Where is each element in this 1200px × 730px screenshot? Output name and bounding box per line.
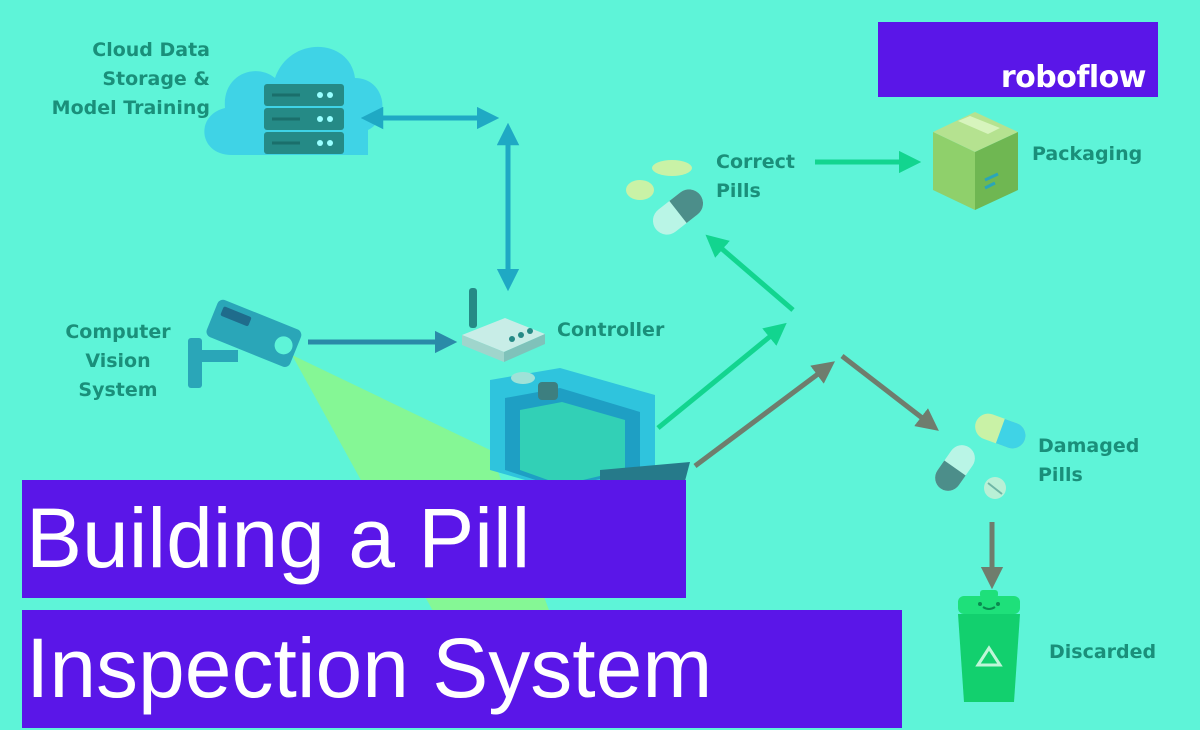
recycle-bin-icon [958, 590, 1020, 702]
to-correct-pills-arrow [705, 234, 795, 312]
page-title-line2: Inspection System [26, 621, 713, 715]
brand-logo: roboflow [1000, 60, 1147, 95]
machine-to-good-arrow [656, 322, 787, 430]
to-damaged-pills-arrow [840, 354, 939, 431]
brand-banner: roboflow [878, 22, 1158, 97]
packaging-label: Packaging [1032, 143, 1143, 165]
router-icon [462, 288, 545, 362]
controller-label: Controller [557, 319, 665, 341]
security-camera-icon [188, 299, 302, 388]
page-title-line1: Building a Pill [26, 491, 531, 585]
computer-vision-label: Computer Vision System [65, 321, 171, 401]
pills-icon [626, 160, 704, 235]
cloud-storage-label: Cloud Data Storage & Model Training [51, 39, 210, 119]
machine-to-bad-arrow [693, 361, 836, 469]
package-box-icon [933, 112, 1018, 210]
damaged-pills-label: Damaged Pills [1038, 435, 1140, 486]
title-band-line1: Building a Pill [22, 480, 686, 598]
correct-pills-label: Correct Pills [716, 151, 795, 202]
discarded-label: Discarded [1049, 641, 1157, 663]
cloud-server-icon [204, 46, 383, 156]
title-band-line2: Inspection System [22, 610, 902, 728]
damaged-pills-icon [935, 413, 1026, 499]
